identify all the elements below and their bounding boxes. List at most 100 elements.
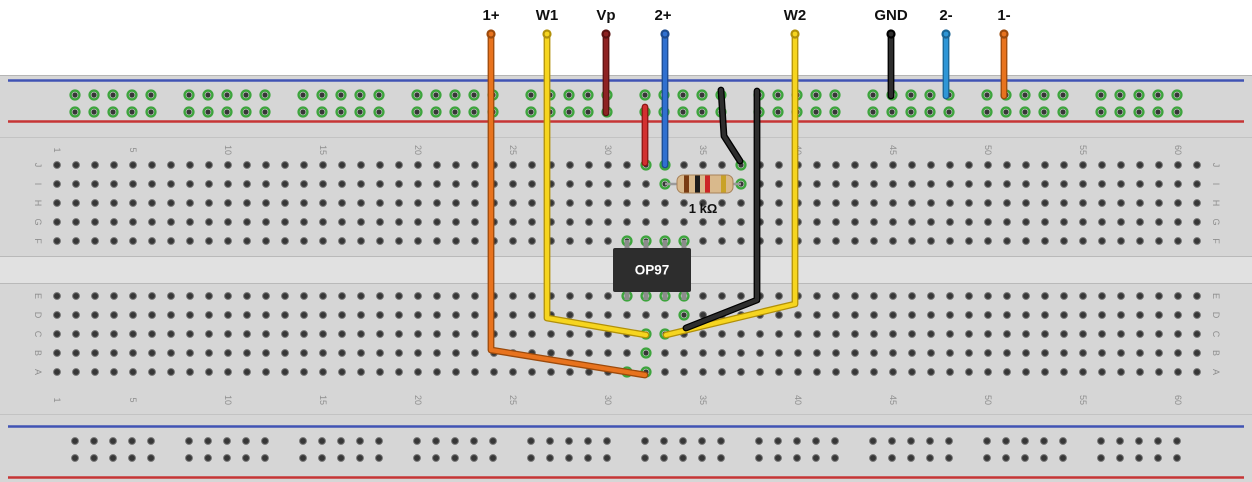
hole: [679, 437, 687, 445]
hole: [281, 218, 289, 226]
hole: [433, 180, 441, 188]
hole: [927, 199, 935, 207]
hole: [205, 349, 213, 357]
hole: [1079, 237, 1087, 245]
hole-connected: [373, 89, 385, 101]
hole: [300, 349, 308, 357]
hole: [490, 368, 498, 376]
hole: [775, 311, 783, 319]
hole: [604, 311, 612, 319]
hole: [414, 180, 422, 188]
hole-connected: [772, 89, 784, 101]
hole: [984, 237, 992, 245]
wire-1minus: [999, 29, 1009, 100]
hole: [224, 292, 232, 300]
hole-connected: [905, 106, 917, 118]
hole: [1022, 199, 1030, 207]
hole: [1155, 292, 1163, 300]
hole: [1154, 437, 1162, 445]
hole-connected: [639, 89, 651, 101]
hole: [698, 437, 706, 445]
hole: [851, 180, 859, 188]
hole: [528, 330, 536, 338]
hole: [642, 180, 650, 188]
hole: [509, 368, 517, 376]
hole: [319, 161, 327, 169]
hole: [91, 292, 99, 300]
hole: [585, 311, 593, 319]
hole: [205, 330, 213, 338]
hole: [851, 199, 859, 207]
hole: [661, 311, 669, 319]
hole-connected: [640, 347, 652, 359]
hole: [1193, 368, 1201, 376]
column-number: 15: [318, 145, 328, 155]
hole: [946, 180, 954, 188]
hole-connected: [696, 106, 708, 118]
hole: [1174, 292, 1182, 300]
hole: [452, 180, 460, 188]
hole: [927, 161, 935, 169]
hole: [262, 349, 270, 357]
hole: [224, 218, 232, 226]
hole: [223, 437, 231, 445]
hole: [984, 330, 992, 338]
ic-body: [613, 248, 691, 292]
hole: [699, 349, 707, 357]
hole: [1117, 199, 1125, 207]
hole: [470, 454, 478, 462]
hole: [718, 330, 726, 338]
hole: [774, 454, 782, 462]
hole: [642, 199, 650, 207]
hole: [946, 368, 954, 376]
hole: [72, 349, 80, 357]
wire-w1: [542, 29, 650, 339]
hole: [1022, 330, 1030, 338]
hole-connected: [107, 106, 119, 118]
hole: [775, 161, 783, 169]
hole: [1079, 349, 1087, 357]
hole: [528, 199, 536, 207]
hole: [509, 180, 517, 188]
hole: [1173, 437, 1181, 445]
hole: [433, 349, 441, 357]
hole: [129, 218, 137, 226]
hole: [433, 218, 441, 226]
hole: [376, 292, 384, 300]
hole: [718, 368, 726, 376]
hole: [813, 311, 821, 319]
hole: [1193, 237, 1201, 245]
row-letter: H: [1211, 200, 1221, 207]
hole: [300, 161, 308, 169]
hole: [774, 437, 782, 445]
hole-connected: [430, 106, 442, 118]
hole: [604, 292, 612, 300]
hole: [1059, 437, 1067, 445]
column-number: 25: [508, 145, 518, 155]
hole: [775, 180, 783, 188]
column-number: 20: [413, 395, 423, 405]
hole: [224, 368, 232, 376]
hole: [851, 368, 859, 376]
hole: [167, 311, 175, 319]
hole: [1136, 368, 1144, 376]
row-letter: E: [33, 293, 43, 299]
hole: [224, 199, 232, 207]
hole: [775, 199, 783, 207]
hole: [243, 199, 251, 207]
hole: [53, 330, 61, 338]
hole: [1041, 349, 1049, 357]
hole-connected: [259, 106, 271, 118]
hole: [851, 161, 859, 169]
hole: [262, 237, 270, 245]
hole: [1098, 311, 1106, 319]
hole: [53, 218, 61, 226]
ic-label: OP97: [635, 263, 670, 278]
hole: [793, 454, 801, 462]
hole: [148, 349, 156, 357]
hole: [433, 199, 441, 207]
hole: [91, 237, 99, 245]
hole: [224, 237, 232, 245]
hole: [965, 180, 973, 188]
hole: [851, 311, 859, 319]
